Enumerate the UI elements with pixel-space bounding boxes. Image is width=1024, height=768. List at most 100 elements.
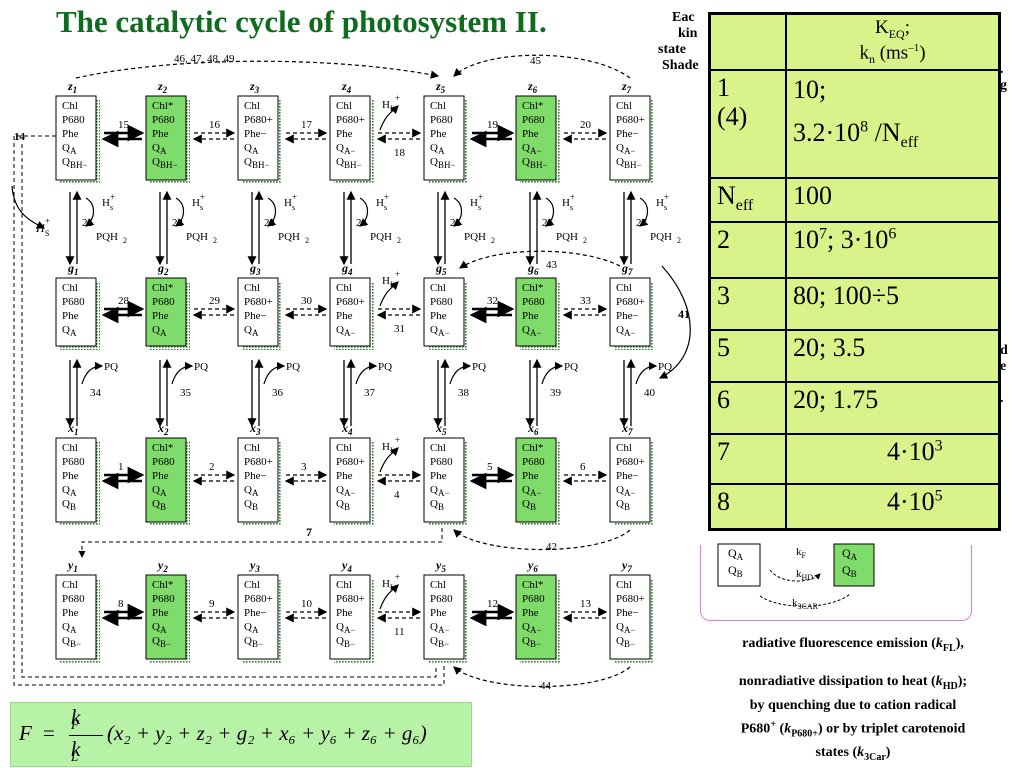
box-line: QA− (616, 142, 636, 156)
table-row: Neff 100 (708, 176, 1001, 223)
reaction-number: 25 (450, 217, 462, 229)
box-line: QB− (62, 635, 81, 649)
hs-sub-label: s (664, 203, 667, 212)
curved-arrow-icon (379, 447, 399, 473)
state-box-x7 (609, 437, 651, 523)
box-line: Chl (336, 579, 352, 591)
state-label-y4: y4 (340, 558, 352, 574)
box-line: Chl* (152, 442, 173, 454)
hs-sup-label: + (384, 192, 389, 202)
box-line: QB (522, 498, 536, 512)
box-line: QB (616, 498, 630, 512)
state-box-g7 (609, 277, 651, 347)
box-line: QA (62, 324, 77, 338)
scheme-khd-label: kHD (796, 568, 813, 582)
state-box-z1 (55, 95, 97, 181)
box-line: QA− (616, 484, 636, 498)
table-row-label: 5 (708, 328, 787, 383)
table-row-value: 107; 3·106 (785, 220, 1001, 279)
box-line: Chl (244, 282, 260, 294)
pq-label: PQ (564, 361, 578, 373)
table-row: 8 4·105 (708, 482, 1001, 531)
dashed-arc-top-right (453, 54, 631, 79)
box-line: QA (430, 142, 445, 156)
state-box-g1 (55, 277, 97, 347)
state-box-g4 (329, 277, 371, 347)
box-line: Phe (62, 607, 79, 619)
box-line: P680+ (616, 296, 645, 308)
state-box-z5 (423, 95, 465, 181)
box-line: QBH− (522, 156, 548, 170)
box-line: Phe (336, 128, 353, 140)
hs-proton-label: H (470, 197, 478, 209)
box-line: P680 (62, 114, 85, 126)
state-label-g7: g7 (621, 261, 633, 277)
state-label-x6: x6 (527, 421, 539, 437)
curved-arrow-icon (81, 361, 104, 385)
state-box-g3 (237, 277, 279, 347)
box-line: QB (152, 498, 166, 512)
box-line: P680+ (336, 593, 365, 605)
table-row: 7 4·103 (708, 432, 1001, 485)
box-line: P680 (62, 296, 85, 308)
box-line: Chl* (522, 100, 543, 112)
box-line: QA (62, 142, 77, 156)
reaction-scheme-diagram: z1ChlP680PheQAQBH−z2Chl*P680PheQAQBH−z3C… (11, 53, 691, 692)
box-line: Phe− (616, 607, 639, 619)
box-line: P680+ (616, 114, 645, 126)
box-line: QB− (152, 635, 171, 649)
curved-arrow-icon (449, 361, 472, 385)
box-line: QB− (336, 635, 355, 649)
box-line: Chl* (152, 579, 173, 591)
box-line: P680 (522, 456, 545, 468)
reaction-number: 7 (306, 525, 312, 539)
curved-arrow-icon (379, 105, 399, 131)
hs-sub-label: s (570, 203, 573, 212)
box-line: Phe− (616, 470, 639, 482)
hs-sup-label: + (292, 192, 297, 202)
hidden-right-3: d (1000, 343, 1008, 358)
state-label-y7: y7 (620, 558, 632, 574)
curved-arrow-icon (171, 361, 194, 385)
reaction-number: 23 (264, 217, 276, 229)
box-line: Chl (430, 579, 446, 591)
table-row: 6 20; 1.75 (708, 380, 1001, 435)
box-line: Phe (430, 470, 447, 482)
state-label-y1: y1 (66, 558, 78, 574)
box-line: QB− (522, 635, 541, 649)
box-line: QA (244, 484, 259, 498)
state-box-x4 (329, 437, 371, 523)
table-row-value: 100 (785, 176, 1001, 223)
dissipation-text: nonradiative dissipation to heat (kHD); … (738, 674, 968, 764)
box-line: P680 (522, 114, 545, 126)
box-line: Phe− (244, 128, 267, 140)
box-line: Phe (430, 607, 447, 619)
table-row-value: 4·103 (785, 432, 1001, 485)
reaction-number: 32 (487, 295, 498, 307)
dashed-arc-y (453, 666, 631, 688)
box-line: Chl (430, 100, 446, 112)
box-line: P680+ (336, 296, 365, 308)
box-line: P680 (152, 114, 175, 126)
hs-sub-label: s (200, 203, 203, 212)
box-line: QB (336, 498, 350, 512)
state-box-g6 (515, 277, 557, 347)
box-line: QB (244, 498, 258, 512)
reaction-number: 17 (301, 119, 313, 131)
pq-label: PQ (472, 361, 486, 373)
box-line: P680+ (244, 296, 273, 308)
reaction-number: 24 (356, 217, 368, 229)
reaction-number: 20 (580, 119, 592, 131)
hl-proton-label: HL+ (382, 572, 400, 592)
reaction-number: 21 (82, 217, 93, 229)
curved-arrow-icon (359, 197, 369, 227)
curved-arrow-icon (453, 197, 463, 227)
box-line: Phe (522, 128, 539, 140)
reaction-number: 11 (394, 626, 405, 638)
box-line: QA− (430, 324, 450, 338)
box-line: Phe (152, 470, 169, 482)
table-row-value: 10;3.2·108 /Neff (785, 68, 1001, 179)
state-label-x1: x1 (67, 421, 79, 437)
table-row-value: 4·105 (785, 482, 1001, 531)
reaction-number: 9 (209, 598, 215, 610)
